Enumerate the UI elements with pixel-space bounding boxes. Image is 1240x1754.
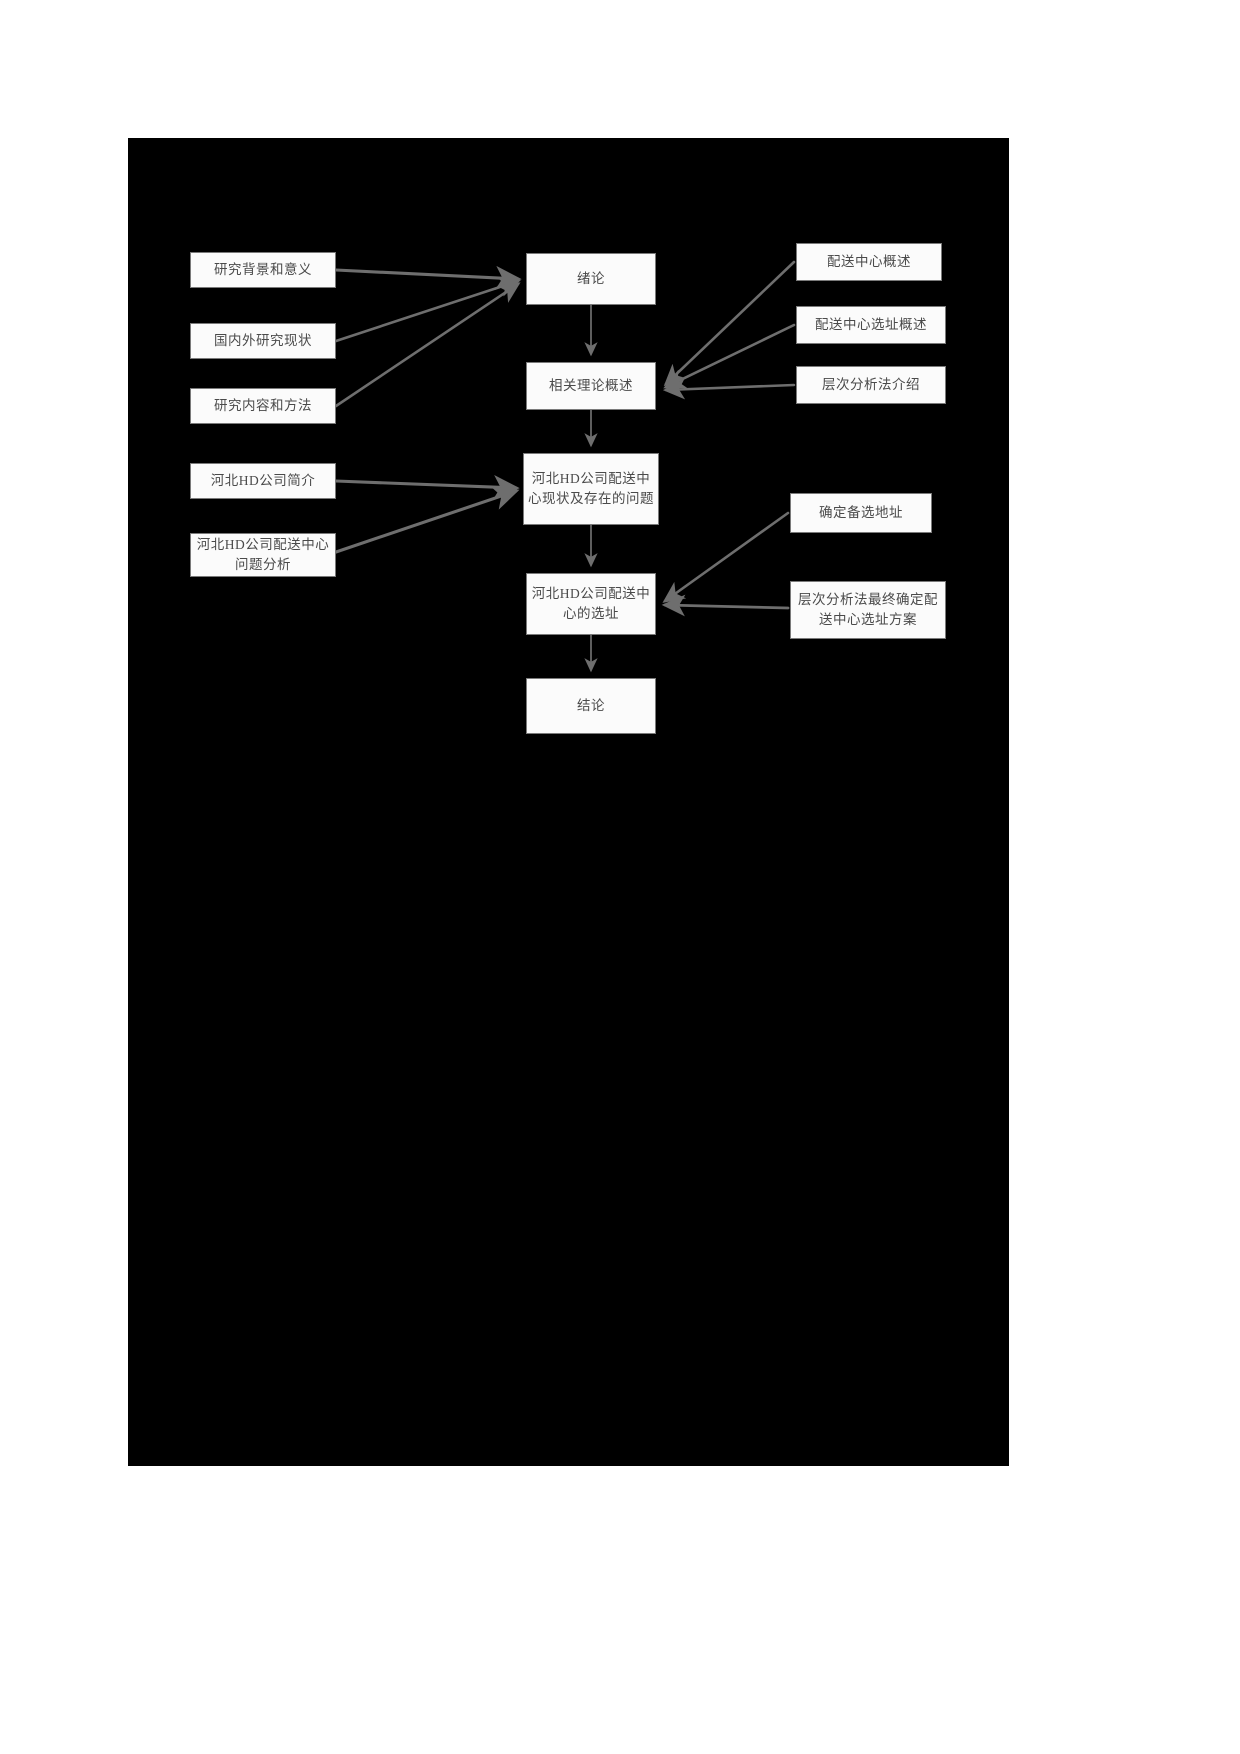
- node-ahp-introduction[interactable]: 层次分析法介绍: [796, 366, 946, 404]
- node-label: 相关理论概述: [549, 378, 633, 394]
- node-label: 国内外研究现状: [214, 333, 312, 349]
- node-research-content-methods[interactable]: 研究内容和方法: [190, 388, 336, 424]
- edge-r2-c2: [663, 323, 796, 389]
- node-ahp-final-site-plan[interactable]: 层次分析法最终确定配送中心选址方案: [790, 581, 946, 639]
- edge-n3-c1: [334, 282, 521, 408]
- node-hd-distribution-problem-analysis[interactable]: 河北HD公司配送中心问题分析: [190, 533, 336, 577]
- node-label: 河北HD公司配送中心问题分析: [196, 537, 330, 572]
- node-distribution-center-overview[interactable]: 配送中心概述: [796, 243, 942, 281]
- edge-n5-c3: [334, 486, 520, 554]
- edge-r3-c2: [662, 379, 796, 400]
- node-label: 结论: [577, 698, 605, 714]
- node-label: 研究背景和意义: [214, 262, 312, 278]
- node-label: 研究内容和方法: [214, 398, 312, 414]
- node-label: 层次分析法介绍: [822, 377, 920, 393]
- node-label: 河北HD公司配送中心现状及存在的问题: [528, 471, 654, 506]
- edge-r4-c4: [662, 511, 790, 603]
- edge-n2-c1: [334, 277, 521, 343]
- edge-r1-c2: [663, 260, 796, 387]
- edge-r5-c4: [661, 594, 790, 617]
- node-label: 配送中心选址概述: [815, 317, 927, 333]
- edge-n4-c3: [334, 475, 520, 500]
- node-label: 河北HD公司简介: [210, 473, 316, 489]
- node-label: 层次分析法最终确定配送中心选址方案: [798, 592, 938, 627]
- node-domestic-foreign-research[interactable]: 国内外研究现状: [190, 323, 336, 359]
- edge-n1-c1: [334, 265, 522, 290]
- node-hd-distribution-site-selection[interactable]: 河北HD公司配送中心的选址: [526, 573, 656, 635]
- node-label: 河北HD公司配送中心的选址: [531, 586, 651, 621]
- node-label: 绪论: [577, 271, 605, 287]
- node-determine-candidate-sites[interactable]: 确定备选地址: [790, 493, 932, 533]
- node-conclusion[interactable]: 结论: [526, 678, 656, 734]
- node-related-theory-overview[interactable]: 相关理论概述: [526, 362, 656, 410]
- node-label: 配送中心概述: [827, 254, 911, 270]
- diagram-black-background: 研究背景和意义 国内外研究现状 研究内容和方法 河北HD公司简介 河北HD公司配…: [128, 138, 1009, 1466]
- flowchart: 研究背景和意义 国内外研究现状 研究内容和方法 河北HD公司简介 河北HD公司配…: [128, 138, 1009, 1466]
- node-hd-distribution-status-problems[interactable]: 河北HD公司配送中心现状及存在的问题: [523, 453, 659, 525]
- node-hd-company-intro[interactable]: 河北HD公司简介: [190, 463, 336, 499]
- node-site-selection-overview[interactable]: 配送中心选址概述: [796, 306, 946, 344]
- node-research-background[interactable]: 研究背景和意义: [190, 252, 336, 288]
- node-label: 确定备选地址: [819, 505, 903, 521]
- node-introduction[interactable]: 绪论: [526, 253, 656, 305]
